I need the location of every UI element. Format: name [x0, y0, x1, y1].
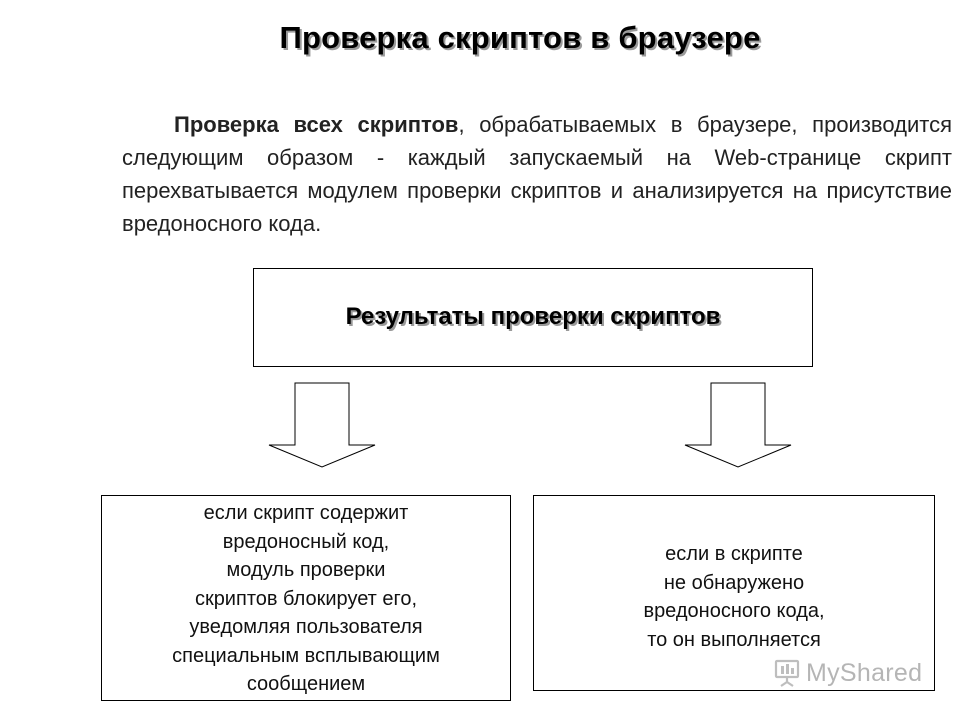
intro-paragraph: Проверка всех скриптов, обрабатываемых в… — [122, 108, 952, 240]
outcome-line: не обнаружено — [663, 571, 805, 594]
slide-title: Проверка скриптов в браузере — [279, 20, 761, 55]
outcome-line: скриптов блокирует его, — [194, 587, 418, 610]
down-arrow-right — [684, 382, 792, 468]
intro-text: , обрабатываемых в браузере, производитс… — [122, 112, 952, 236]
results-box: Результаты проверки скриптов — [253, 268, 813, 367]
results-title: Результаты проверки скриптов — [345, 303, 721, 330]
outcome-line: уведомляя пользователя — [189, 616, 423, 638]
outcome-line: специальным всплывающим — [172, 644, 440, 667]
outcome-clean-box: если в скрипте не обнаружено вредоносног… — [533, 495, 935, 691]
intro-lead: Проверка всех скриптов — [174, 112, 459, 137]
outcome-line: вредоносного кода, — [643, 600, 825, 622]
myshared-watermark: MyShared — [772, 658, 922, 688]
outcome-line: сообщением — [246, 673, 366, 695]
down-arrow-left — [268, 382, 376, 468]
outcome-line: модуль проверки — [226, 559, 386, 581]
outcome-malicious-box: если скрипт содержит вредоносный код, мо… — [101, 495, 511, 701]
outcome-line: то он выполняется — [647, 628, 821, 651]
outcome-line: если в скрипте — [665, 543, 803, 565]
outcome-line: если скрипт содержит — [203, 502, 409, 524]
presentation-board-icon — [774, 659, 800, 687]
watermark-text: MyShared — [806, 658, 923, 687]
outcome-line: вредоносный код, — [222, 530, 390, 553]
